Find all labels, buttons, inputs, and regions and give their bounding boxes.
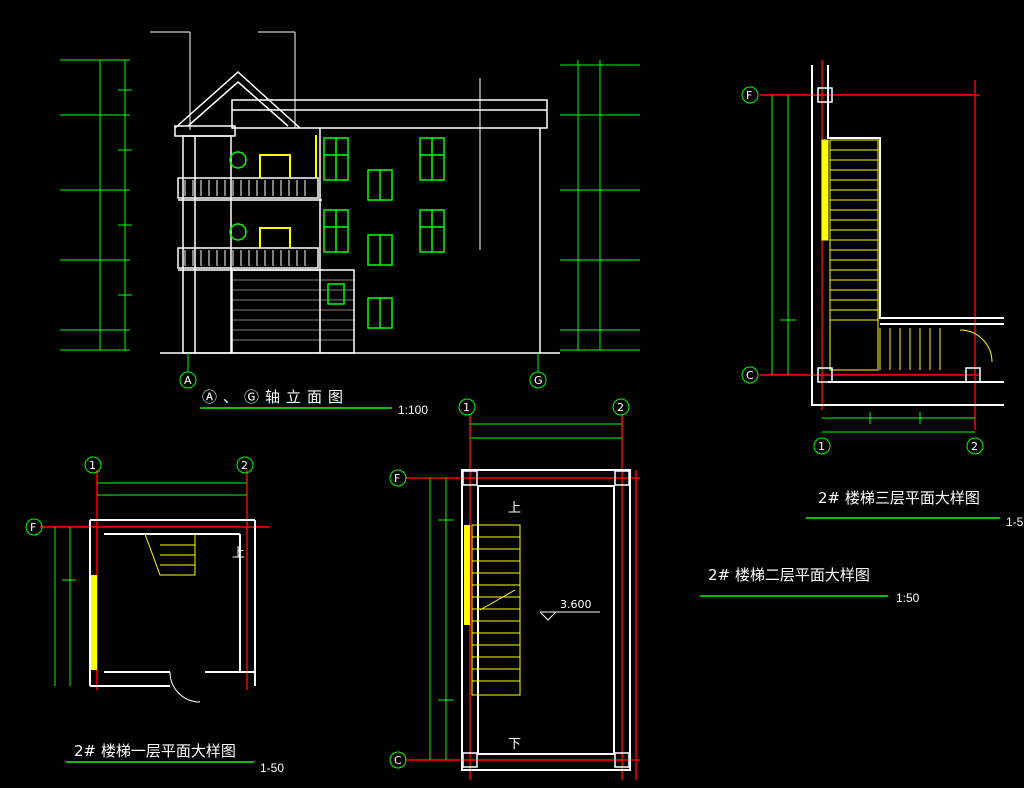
plan2-axis-c: C	[394, 754, 402, 767]
plan2-title: 2# 楼梯二层平面大样图	[708, 566, 870, 584]
plan3-door-swing	[959, 329, 993, 363]
plan1-axis-1: 1	[89, 459, 96, 472]
plan2-level-marker	[539, 611, 557, 621]
plan2-level-value: 3.600	[560, 598, 592, 611]
elevation-building	[160, 70, 560, 354]
plan3-axis-f: F	[746, 89, 752, 102]
plan2-axis-f: F	[394, 472, 400, 485]
plan2-stair	[464, 524, 521, 696]
plan3-axis-bubbles	[741, 86, 984, 455]
plan1-dimensions	[54, 482, 247, 686]
leader-lines	[150, 31, 481, 250]
plan2-scale: 1:50	[896, 591, 920, 605]
elevation-scale: 1:100	[398, 403, 428, 417]
elevation-drawing: A G Ⓐ、Ⓖ轴立面图 1:100	[60, 31, 640, 417]
axis-bubble-a	[179, 371, 197, 389]
plan2-dimensions	[429, 423, 622, 760]
plan2-axis-lines	[405, 415, 640, 780]
plan3-stairs	[821, 139, 941, 371]
plan2-axis-bubbles	[389, 398, 630, 769]
plan2-columns	[462, 470, 630, 768]
axis-label-a: A	[184, 374, 192, 387]
brick-hatch	[232, 279, 354, 341]
plan3-columns	[817, 87, 981, 383]
elevation-right-dimensions	[560, 60, 640, 351]
elevation-title: Ⓐ、Ⓖ轴立面图	[202, 388, 349, 406]
plan1-axis-bubbles	[25, 456, 254, 536]
balcony-balusters	[184, 180, 306, 266]
yellow-railings	[259, 135, 317, 248]
plan2-up-label: 上	[508, 501, 521, 516]
plan1-scale: 1-50	[260, 761, 284, 775]
plan1-axis-f: F	[30, 521, 36, 534]
axis-bubble-g	[529, 371, 547, 389]
plan3-dimensions	[771, 95, 975, 433]
plan3-axis-c: C	[746, 369, 754, 382]
elevation-left-dimensions	[60, 59, 132, 351]
elevation-windows	[229, 137, 445, 329]
axis-label-g: G	[534, 374, 543, 387]
plan2-axis-1: 1	[463, 401, 470, 414]
plan3-title: 2# 楼梯三层平面大样图	[818, 489, 980, 507]
plan3-axis-1: 1	[818, 440, 825, 453]
plan1-door-swing	[169, 671, 201, 703]
plan1-drawing: 1 2 F 上 2# 楼梯一层平面大样图 1-50	[25, 456, 284, 775]
plan2-drawing: 1 2 F C 上 下 3.600 2# 楼梯二层平面大样图 1:50	[389, 398, 920, 780]
plan2-walls	[461, 469, 631, 771]
plan3-drawing: F C 1 2 2# 楼梯三层平面大样图 1-5	[741, 60, 1024, 529]
plan1-axis-2: 2	[241, 459, 248, 472]
plan1-title: 2# 楼梯一层平面大样图	[74, 742, 236, 760]
plan1-walls	[89, 519, 256, 687]
plan3-scale: 1-5	[1006, 515, 1024, 529]
plan2-axis-2: 2	[617, 401, 624, 414]
plan2-down-label: 下	[508, 737, 521, 752]
plan3-axis-2: 2	[971, 440, 978, 453]
elevation-axis-bubbles	[179, 353, 547, 389]
plan1-stair	[91, 533, 196, 670]
plan1-up-label: 上	[232, 546, 245, 561]
plan3-axis-lines	[760, 60, 980, 430]
